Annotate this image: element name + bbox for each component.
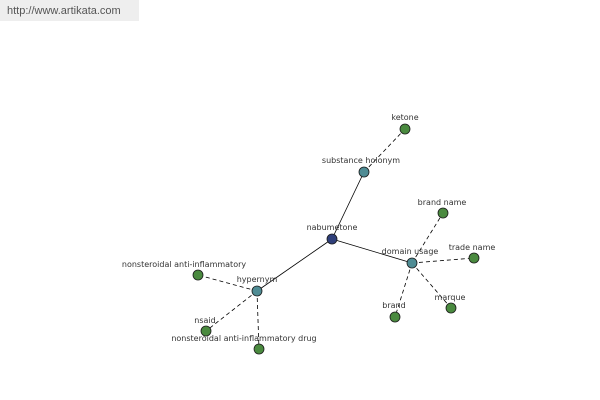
edge-hypernym bbox=[256, 238, 333, 292]
label-nonsteroidal-anti-inflammatory[interactable]: nonsteroidal anti-inflammatory bbox=[122, 260, 247, 269]
node-trade-name[interactable] bbox=[468, 252, 480, 264]
url-bar: http://www.artikata.com bbox=[0, 0, 139, 21]
edge-domain-usage bbox=[331, 238, 413, 264]
root-label[interactable]: nabumetone bbox=[307, 223, 358, 232]
edge-marque bbox=[411, 262, 452, 309]
nodes-layer bbox=[192, 123, 480, 355]
label-ketone[interactable]: ketone bbox=[391, 113, 418, 122]
relation-node-domain-usage[interactable] bbox=[406, 257, 418, 269]
edge-trade-name bbox=[411, 257, 475, 264]
node-nonsteroidal-anti-inflammatory-drug[interactable] bbox=[253, 343, 265, 355]
root-node[interactable] bbox=[326, 233, 338, 245]
edge-substance-holonym bbox=[331, 171, 365, 240]
label-marque[interactable]: marque bbox=[435, 293, 466, 302]
label-brand[interactable]: brand bbox=[382, 301, 405, 310]
relation-label-domain-usage[interactable]: domain usage bbox=[382, 247, 439, 256]
label-trade-name[interactable]: trade name bbox=[449, 243, 496, 252]
node-nsaid[interactable] bbox=[200, 325, 212, 337]
edge-nonsteroidal-anti-inflammatory bbox=[197, 274, 258, 292]
node-brand-name[interactable] bbox=[437, 207, 449, 219]
edge-nsaid bbox=[205, 290, 258, 332]
url-link[interactable]: http://www.artikata.com bbox=[7, 5, 121, 17]
labels-layer: ketone substance holonym brand name trade n… bbox=[122, 113, 495, 343]
label-nonsteroidal-anti-inflammatory-drug[interactable]: nonsteroidal anti-inflammatory drug bbox=[171, 334, 316, 343]
relation-label-hypernym[interactable]: hypernym bbox=[237, 275, 278, 284]
label-nsaid[interactable]: nsaid bbox=[194, 316, 215, 325]
node-brand[interactable] bbox=[389, 311, 401, 323]
edges-layer bbox=[197, 128, 475, 350]
relation-node-hypernym[interactable] bbox=[251, 285, 263, 297]
edge-nonsteroidal-anti-inflammatory-drug bbox=[256, 290, 260, 350]
edge-ketone bbox=[363, 128, 406, 173]
node-ketone[interactable] bbox=[399, 123, 411, 135]
edge-brand bbox=[394, 262, 413, 318]
relation-label-substance-holonym[interactable]: substance holonym bbox=[322, 156, 400, 165]
edge-brand-name bbox=[411, 212, 444, 264]
node-nonsteroidal-anti-inflammatory[interactable] bbox=[192, 269, 204, 281]
relation-node-substance-holonym[interactable] bbox=[358, 166, 370, 178]
node-marque[interactable] bbox=[445, 302, 457, 314]
label-brand-name[interactable]: brand name bbox=[418, 198, 467, 207]
